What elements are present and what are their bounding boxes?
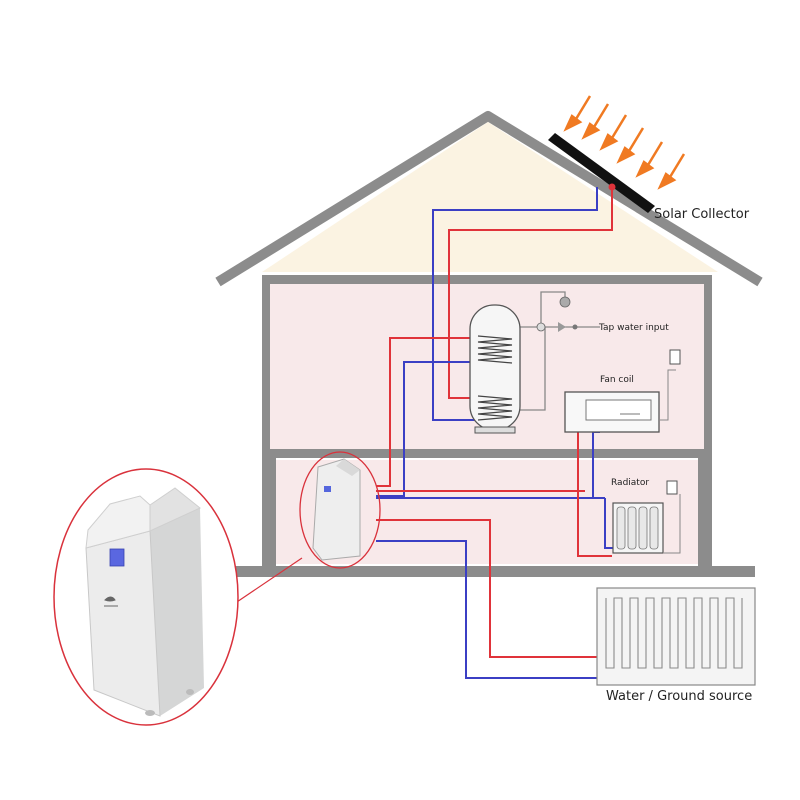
heat-pump-display-icon: [109, 548, 125, 567]
tank-base: [474, 426, 516, 434]
ground-collector-frame: [596, 587, 756, 686]
radiator-supply: [577, 491, 612, 557]
radiator-return: [604, 498, 615, 549]
pipes: [376, 187, 681, 679]
attic-floor: [262, 275, 712, 284]
roof: [215, 111, 763, 287]
tap-water-label: Tap water input: [598, 323, 669, 333]
attic: [262, 122, 718, 272]
sun-rays: [563, 95, 686, 190]
ground-slab: [222, 566, 755, 577]
solar-cold-pipe: [432, 187, 598, 421]
ground-source-collector: Water / Ground source: [596, 587, 756, 704]
brand-logo-icon: [104, 596, 118, 607]
inner-wall-right: [698, 458, 704, 568]
tank-lower-coil: [477, 395, 513, 421]
ground-hot-pipe: [376, 519, 605, 658]
tank-outlet-pipe: [520, 327, 546, 411]
tank-body: [469, 304, 521, 431]
ground-cold-pipe: [376, 540, 605, 679]
solar-hot-pipe: [448, 187, 613, 399]
fan-coil-control-wire: [660, 369, 676, 421]
callout-connector: [227, 557, 303, 609]
heat-pump-large-side: [150, 508, 204, 716]
fan-coil: Fan coil: [564, 349, 681, 433]
inlet-valve-icon: [572, 324, 578, 330]
right-wall: [704, 283, 712, 570]
solar-collector: Solar Collector: [548, 95, 750, 222]
heat-pump-wheel-icon: [145, 710, 155, 716]
fan-coil-inner: [585, 399, 652, 421]
fan-coil-label: Fan coil: [600, 375, 634, 385]
tap-water-assembly: Tap water input: [536, 296, 669, 333]
radiator: Radiator: [611, 478, 678, 554]
shower-pipe: [540, 291, 566, 327]
left-wall: [262, 283, 270, 570]
ground-source-label: Water / Ground source: [606, 689, 752, 704]
radiator-thermostat-icon: [666, 480, 678, 495]
radiator-label: Radiator: [611, 478, 649, 488]
heat-pump-small: [299, 451, 381, 569]
ground-loops: [605, 597, 743, 669]
fan-coil-thermostat-icon: [669, 349, 681, 365]
hot-water-tank: [469, 304, 521, 434]
heat-pump-small-screen: [324, 486, 331, 492]
check-valve-icon: [558, 322, 566, 332]
collector-panel: [548, 133, 655, 213]
middle-floor: [262, 449, 712, 458]
shower-head-icon: [559, 296, 571, 308]
tank-hot-pipe: [376, 337, 478, 487]
heat-pump-callout: [53, 468, 239, 726]
radiator-control-wire: [664, 494, 681, 554]
tank-cold-pipe: [376, 361, 478, 497]
mixing-valve-icon: [536, 322, 546, 332]
inner-wall-left: [270, 458, 276, 568]
tank-upper-coil: [477, 335, 513, 364]
solar-collector-label: Solar Collector: [654, 207, 750, 222]
heat-pump-highlight-circle: [299, 451, 381, 569]
